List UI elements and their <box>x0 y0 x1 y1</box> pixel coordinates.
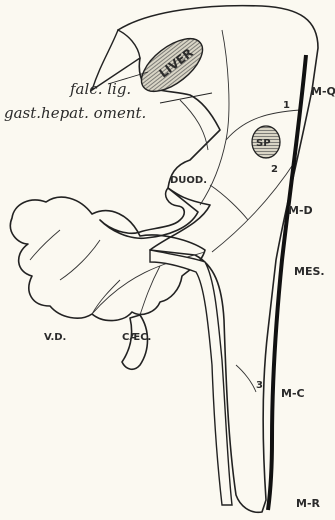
number-3: 3 <box>256 380 263 391</box>
m-r-label: M-R <box>296 497 321 510</box>
falc-lig-label: falc. lig. <box>69 80 131 98</box>
number-1: 1 <box>283 100 290 111</box>
mes-label: MES. <box>294 265 325 278</box>
m-c-label: M-C <box>281 387 305 400</box>
number-2: 2 <box>271 164 278 175</box>
loop-fold <box>60 240 100 280</box>
caec-label: CÆC. <box>122 332 151 343</box>
m-q-label: M-Q <box>311 85 335 98</box>
division-line <box>180 100 208 150</box>
division-line <box>200 140 226 205</box>
gast-hepat-oment-label: gast.hepat. oment. <box>4 104 146 122</box>
loop-fold <box>30 230 60 260</box>
duod-label: DUOD. <box>170 175 207 186</box>
v-d-label: V.D. <box>44 332 66 343</box>
spleen-label: SP <box>256 138 271 149</box>
division-line <box>222 30 229 140</box>
division-line <box>236 365 256 392</box>
duodenum-loop <box>100 188 198 238</box>
m-d-label: M-D <box>288 204 313 217</box>
division-line <box>210 185 248 220</box>
